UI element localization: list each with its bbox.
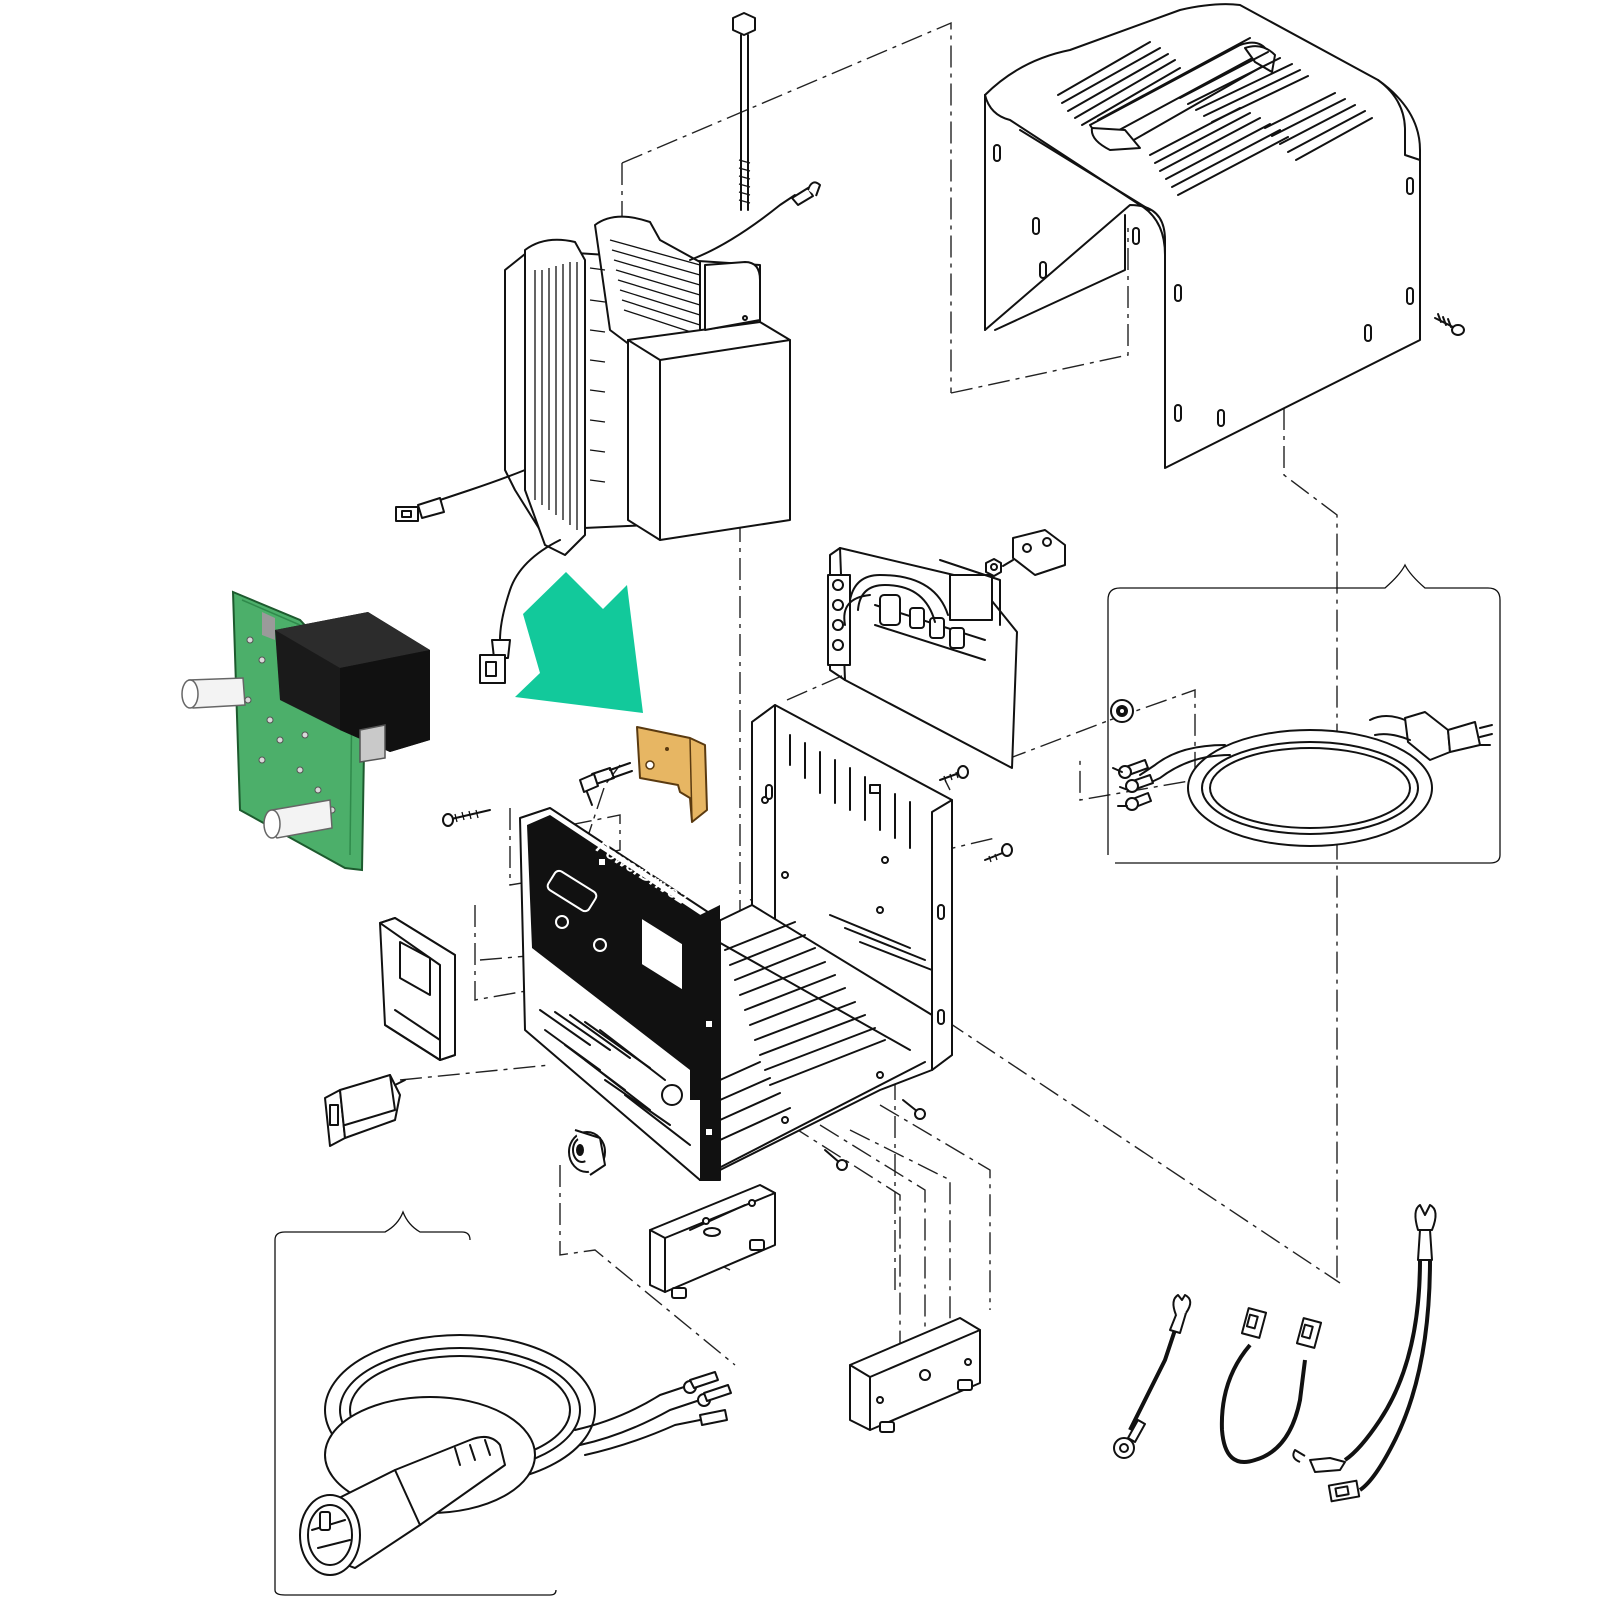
- bracket-screw: [579, 762, 633, 806]
- circuit-breaker: [324, 1074, 406, 1147]
- ammeter: [379, 917, 456, 1061]
- jumper-wire-ring: [1113, 1294, 1192, 1459]
- chassis-back-slots: [761, 734, 911, 914]
- cover-screw: [1434, 313, 1465, 336]
- dc-output-cord: [299, 1334, 732, 1576]
- indicator-arrow: [515, 572, 643, 713]
- chassis-floor-slots: [719, 914, 933, 1141]
- jumper-wire-quick-connect: [1219, 1307, 1323, 1464]
- chassis-base: [699, 704, 953, 1181]
- dc-output-cord-group: [274, 1210, 732, 1596]
- ac-power-cord: [1112, 711, 1493, 847]
- relay-circuit-board: [181, 590, 430, 872]
- y-harness-wire: [1292, 1204, 1437, 1503]
- small-screw: [442, 809, 491, 827]
- chassis-screw-2: [984, 843, 1013, 863]
- cover-mount-slots: [993, 144, 1414, 427]
- vent-slots-upper: [1057, 41, 1309, 126]
- transformer-bolt: [732, 12, 756, 211]
- top-cover-with-handle: [984, 3, 1421, 469]
- lamination-lines: [534, 239, 701, 530]
- front-foot-bracket: [649, 1184, 776, 1299]
- front-panel: PowerDrive2: [519, 807, 721, 1181]
- dc-cord-grommet: [568, 1129, 606, 1176]
- strain-relief-bushing: [1110, 699, 1134, 723]
- terminal-posts: [827, 574, 986, 666]
- chassis-screw-3: [824, 1099, 926, 1171]
- chassis-screw-1: [939, 765, 969, 783]
- highlighted-bracket: [636, 726, 708, 823]
- ac-power-cord-group: [1107, 563, 1501, 864]
- vent-slots-lower: [1149, 92, 1373, 196]
- rear-foot-bracket: [849, 1317, 981, 1433]
- panel-vents: [539, 1009, 691, 1146]
- terminal-strip-board: [827, 529, 1066, 769]
- transformer: [395, 181, 821, 684]
